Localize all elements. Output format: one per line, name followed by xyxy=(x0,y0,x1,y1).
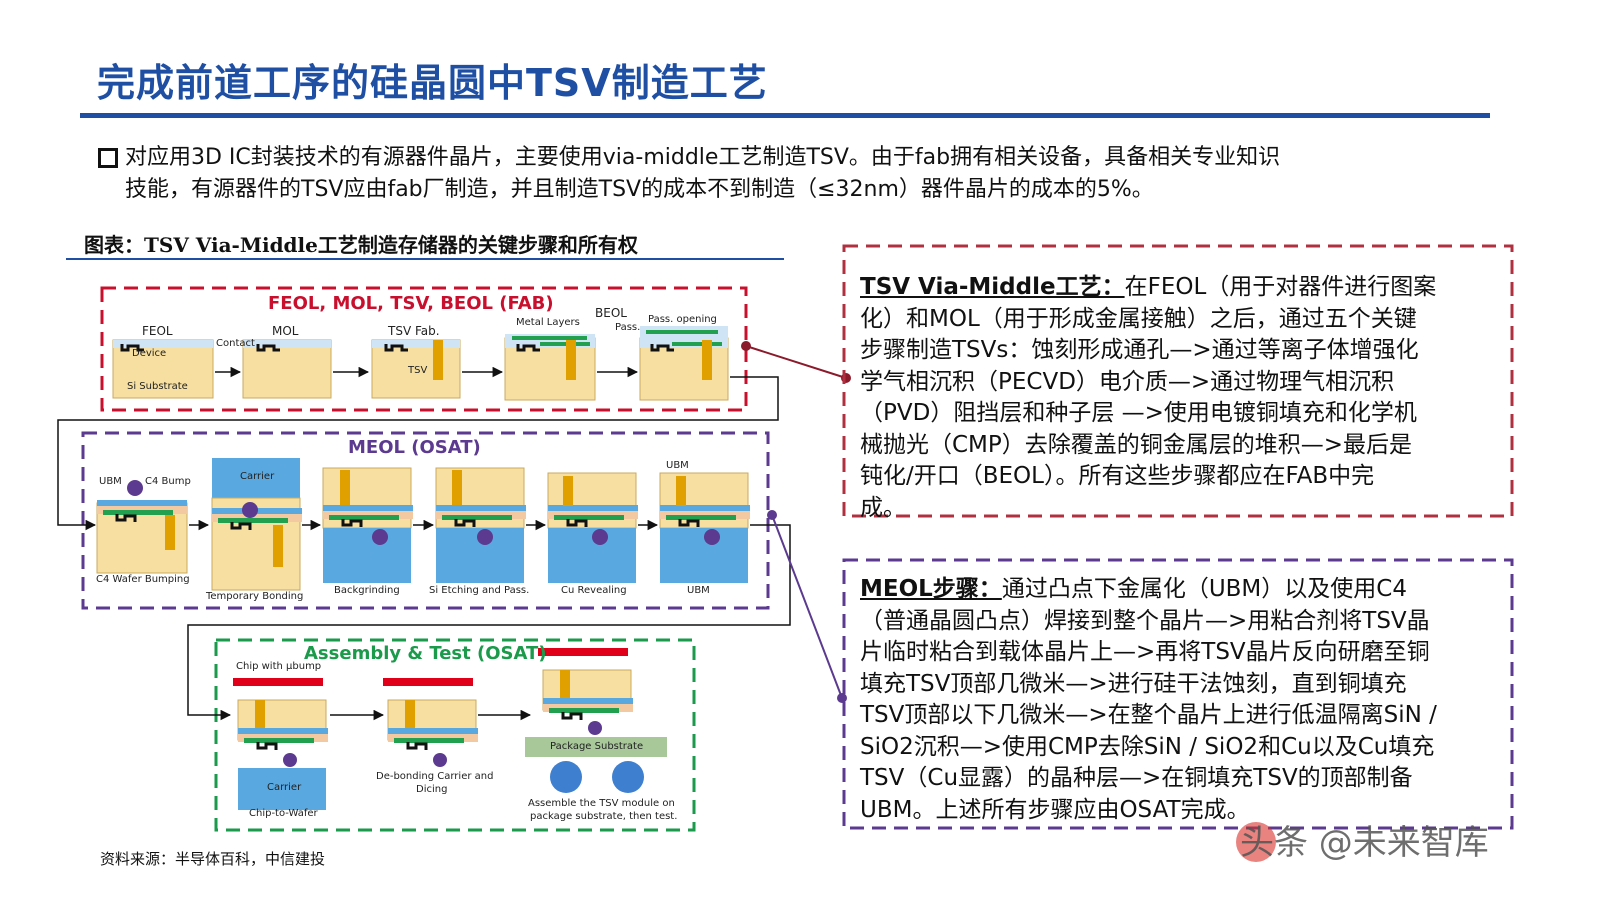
caption-si-etching: Si Etching and Pass. xyxy=(429,585,530,596)
meol-heading: MEOL步骤： xyxy=(860,576,1002,602)
label-pass: Pass. xyxy=(615,322,641,333)
assembly-step-package xyxy=(525,648,667,793)
bullet-square-icon xyxy=(98,148,118,168)
via-middle-line-4: 学气相沉积（PECVD）电介质—>通过物理气相沉积 xyxy=(860,368,1395,395)
label-chip-with-ubump: Chip with μbump xyxy=(236,661,322,672)
meol-line-7: TSV（Cu显露）的晶种层—>在铜填充TSV的顶部制备 xyxy=(860,765,1413,791)
figure-caption-rule xyxy=(66,258,784,260)
via-middle-line-3: 步骤制造TSVs：蚀刻形成通孔—>通过等离子体增强化 xyxy=(860,337,1419,363)
fab-step-beol xyxy=(504,334,596,401)
label-carrier: Carrier xyxy=(240,471,275,482)
label-tsv-fab: TSV Fab. xyxy=(388,324,440,338)
via-middle-panel: TSV Via-Middle工艺：在FEOL（用于对器件进行图案 化）和MOL（… xyxy=(860,272,1505,524)
meol-line-8: UBM。上述所有步骤应由OSAT完成。 xyxy=(860,796,1250,823)
label-feol: FEOL xyxy=(142,324,173,338)
caption-temporary-bonding: Temporary Bonding xyxy=(206,591,304,602)
caption-cu-revealing: Cu Revealing xyxy=(561,585,627,596)
fab-connector xyxy=(745,345,847,379)
label-ubm-top: UBM xyxy=(666,460,689,471)
meol-step-cu-revealing xyxy=(546,472,640,583)
caption-c4-wafer-bumping: C4 Wafer Bumping xyxy=(96,574,190,585)
caption-ubm: UBM xyxy=(687,585,710,596)
fab-step-pass xyxy=(639,326,729,401)
via-middle-panel-border xyxy=(842,244,1514,518)
label-carrier-assembly: Carrier xyxy=(267,782,302,793)
label-c4-bump: C4 Bump xyxy=(145,476,191,487)
intro-line-1: 对应用3D IC封装技术的有源器件晶片，主要使用via-middle工艺制造TS… xyxy=(125,145,1281,170)
label-mol: MOL xyxy=(272,324,299,338)
label-beol: BEOL xyxy=(595,306,627,320)
intro-line-2: 技能，有源器件的TSV应由fab厂制造，并且制造TSV的成本不到制造（≤32nm… xyxy=(125,177,1154,202)
fab-section-title: FEOL, MOL, TSV, BEOL (FAB) xyxy=(268,293,554,314)
label-package-substrate: Package Substrate xyxy=(550,741,644,752)
watermark-text: 头条 @未来智库 xyxy=(1240,823,1489,863)
meol-line-2: （普通晶圆凸点）焊接到整个晶片—>用粘合剂将TSV晶 xyxy=(860,607,1430,634)
meol-step-bonding xyxy=(210,458,304,591)
meol-section-title: MEOL (OSAT) xyxy=(348,437,481,458)
meol-step-backgrinding xyxy=(321,467,415,583)
meol-step-ubm xyxy=(658,472,752,583)
meol-line-1: 通过凸点下金属化（UBM）以及使用C4 xyxy=(1001,576,1407,602)
assembly-step-chip-to-wafer xyxy=(233,678,330,810)
fab-step-mol xyxy=(242,339,332,399)
meol-panel: MEOL步骤：通过凸点下金属化（UBM）以及使用C4 （普通晶圆凸点）焊接到整个… xyxy=(860,574,1505,826)
fab-step-feol xyxy=(112,339,214,399)
label-contact: Contact xyxy=(216,338,255,349)
caption-assemble-2: package substrate, then test. xyxy=(530,811,678,822)
via-middle-line-6: 械抛光（CMP）去除覆盖的铜金属层的堆积—>最后是 xyxy=(860,431,1413,458)
via-middle-heading: TSV Via-Middle工艺： xyxy=(860,274,1125,300)
meol-step-si-etching xyxy=(434,467,528,583)
label-si-substrate: Si Substrate xyxy=(127,381,188,392)
meol-line-5: TSV顶部以下几微米—>在整个晶片上进行低温隔离SiN / xyxy=(860,702,1437,728)
label-ubm: UBM xyxy=(99,476,122,487)
meol-section-border xyxy=(81,431,770,610)
caption-chip-to-wafer: Chip-to-Wafer xyxy=(249,808,318,819)
page-title: 完成前道工序的硅晶圆中TSV制造工艺 xyxy=(97,61,768,105)
label-tsv: TSV xyxy=(408,365,428,376)
meol-line-3: 片临时粘合到载体晶片上—>再将TSV晶片反向研磨至铜 xyxy=(860,639,1430,665)
via-middle-line-7: 钝化/开口（BEOL）。所有这些步骤都应在FAB中完 xyxy=(860,463,1375,489)
caption-backgrinding: Backgrinding xyxy=(334,585,400,596)
meol-line-4: 填充TSV顶部几微米—>进行硅干法蚀刻，直到铜填充 xyxy=(860,670,1407,697)
watermark-logo-icon xyxy=(1236,822,1276,862)
label-pass-opening: Pass. opening xyxy=(648,314,717,325)
caption-assemble-1: Assemble the TSV module on xyxy=(528,798,675,809)
meol-connector xyxy=(771,514,843,699)
via-middle-line-1: 在FEOL（用于对器件进行图案 xyxy=(1124,274,1437,300)
via-middle-line-5: （PVD）阻挡层和种子层 —>使用电镀铜填充和化学机 xyxy=(860,400,1417,426)
label-metal-layers: Metal Layers xyxy=(516,317,580,328)
caption-debonding: De-bonding Carrier and xyxy=(376,771,494,782)
caption-dicing: Dicing xyxy=(416,784,448,795)
fab-step-tsv xyxy=(371,339,461,399)
label-device: Device xyxy=(132,348,167,359)
figure-caption: 图表：TSV Via-Middle工艺制造存储器的关键步骤和所有权 xyxy=(84,233,638,257)
assembly-section-title: Assembly & Test (OSAT) xyxy=(304,643,547,664)
assembly-section-border xyxy=(214,638,696,832)
meol-line-6: SiO2沉积—>使用CMP去除SiN / SiO2和Cu以及Cu填充 xyxy=(860,733,1435,760)
figure-source: 资料来源：半导体百科，中信建投 xyxy=(100,850,326,868)
meol-step-bumping xyxy=(95,480,189,574)
via-middle-line-8: 成。 xyxy=(860,494,906,521)
title-underline xyxy=(80,113,1490,118)
via-middle-line-2: 化）和MOL（用于形成金属接触）之后，通过五个关键 xyxy=(860,305,1417,332)
intro-paragraph: 对应用3D IC封装技术的有源器件晶片，主要使用via-middle工艺制造TS… xyxy=(125,142,1495,206)
assembly-step-debonding xyxy=(383,678,480,767)
meol-panel-border xyxy=(842,558,1514,830)
